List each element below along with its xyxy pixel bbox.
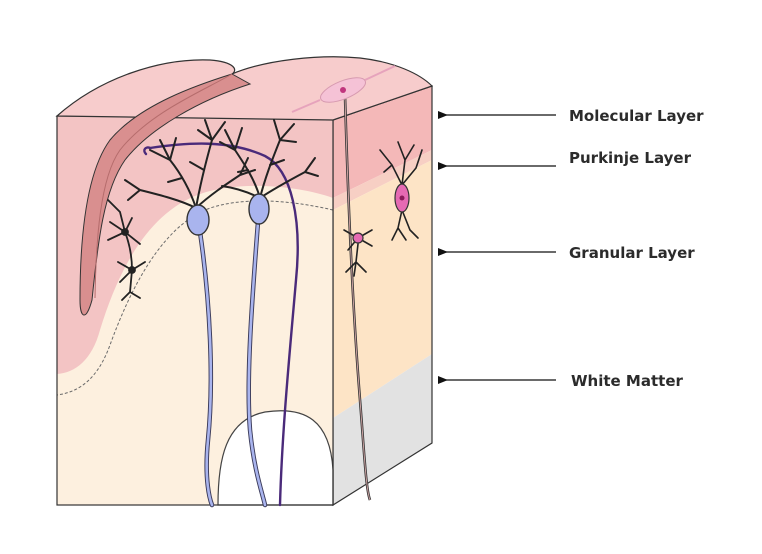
granular-layer-label: Granular Layer (569, 244, 695, 262)
molecular-layer-label: Molecular Layer (569, 107, 704, 125)
purkinje-layer-label: Purkinje Layer (569, 149, 692, 167)
granule-cell (353, 233, 363, 243)
white-matter-label: White Matter (571, 372, 683, 390)
layer-annotations: Molecular Layer Purkinje Layer Granular … (446, 107, 704, 390)
purkinje-cell-body (249, 194, 269, 224)
purkinje-cell-body (187, 205, 209, 235)
